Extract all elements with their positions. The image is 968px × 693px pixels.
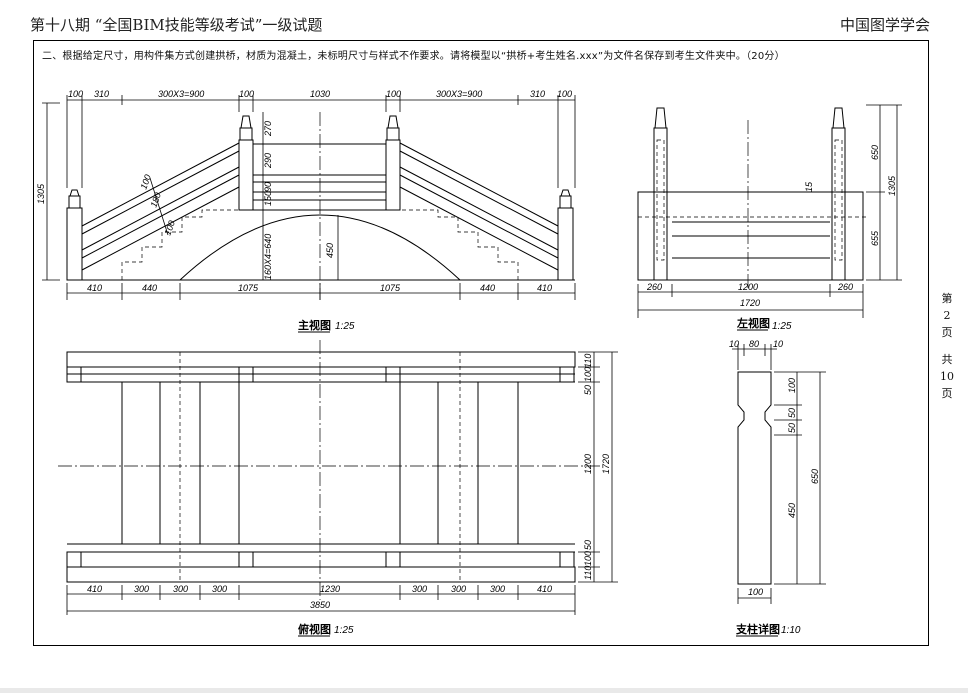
dim-label: 290 (263, 153, 273, 169)
dim-label: 15 (804, 181, 814, 192)
dim-label: 450 (787, 503, 797, 518)
dim-label: 410 (537, 584, 552, 594)
dim-label: 650 (810, 469, 820, 484)
page-char: 10 (940, 370, 954, 383)
dim-label: 50 (787, 423, 797, 433)
dim-label: 410 (537, 283, 552, 293)
page-char: 第 (941, 292, 953, 305)
page-char: 页 (941, 326, 953, 339)
dim-label: 440 (142, 283, 157, 293)
top-view-scale: 1:25 (334, 625, 354, 636)
dim-label: 150 (263, 191, 273, 206)
dim-label: 1030 (310, 89, 330, 99)
dim-label: 10 (773, 339, 783, 349)
dim-label: 300 (451, 584, 466, 594)
dim-label: 1075 (238, 283, 259, 293)
dim-label: 300 (134, 584, 149, 594)
dim-label: 300 (490, 584, 505, 594)
dim-label: 100 (557, 89, 572, 99)
dim-label: 450 (325, 243, 335, 258)
dim-label: 300X3=900 (436, 89, 482, 99)
dim-label: 100 (68, 89, 83, 99)
dim-label: 100 (138, 173, 153, 191)
left-view-title: 左视图 (736, 316, 770, 330)
pillar-detail-scale: 1:10 (781, 625, 801, 636)
page-indicator: 第 2 页 共 10 页 (940, 290, 954, 402)
pillar-detail-title: 支柱详图 (735, 622, 780, 636)
dim-label: 260 (646, 282, 662, 292)
dim-label: 100 (787, 378, 797, 393)
dim-label: 300 (412, 584, 427, 594)
page-char: 共 (941, 353, 953, 366)
dim-label: 1200 (583, 454, 593, 474)
dim-label: 50 (787, 408, 797, 418)
top-view: 410 300 300 300 1230 300 300 300 410 385… (58, 340, 618, 637)
dim-label: 180 (148, 191, 163, 209)
dim-label: 310 (530, 89, 545, 99)
dim-label: 110 (583, 566, 593, 580)
dim-label: 1305 (36, 183, 46, 204)
dim-label: 10 (729, 339, 739, 349)
dim-label: 310 (94, 89, 109, 99)
dim-label: 100 (162, 219, 177, 237)
dim-label: 100 (583, 367, 593, 382)
dim-label: 110 (583, 354, 593, 368)
front-view-title: 主视图 (298, 318, 331, 332)
dim-label: 1200 (738, 282, 758, 292)
left-view: 15 260 1200 260 1720 650 655 1305 左视图 1:… (637, 104, 902, 332)
pillar-detail: 10 80 10 100 50 50 450 650 100 支柱详图 1:10 (729, 339, 826, 637)
dim-label: 260 (837, 282, 853, 292)
dim-label: 300X3=900 (158, 89, 204, 99)
page-char: 2 (943, 309, 951, 322)
dim-label: 160X4=640 (263, 234, 273, 280)
bottom-bar (0, 688, 968, 693)
dim-label: 1230 (320, 584, 340, 594)
dim-label: 1720 (740, 298, 760, 308)
dim-label: 270 (263, 121, 273, 137)
dim-label: 440 (480, 283, 495, 293)
dim-label: 80 (749, 339, 759, 349)
dim-label: 3850 (310, 600, 330, 610)
dim-label: 410 (87, 584, 102, 594)
dim-label: 300 (173, 584, 188, 594)
exam-title: 第十八期 “全国BIM技能等级考试”一级试题 (30, 16, 323, 34)
front-view-scale: 1:25 (335, 321, 355, 332)
dim-label: 655 (870, 230, 880, 246)
front-view: 100 310 300X3=900 100 1030 100 300X3=900… (36, 89, 576, 333)
dim-label: 1720 (601, 454, 611, 474)
dim-label: 100 (748, 587, 763, 597)
dim-label: 1305 (887, 175, 897, 196)
dim-label: 100 (239, 89, 254, 99)
dim-label: 50 (583, 540, 593, 550)
question-instruction: 二、根据给定尺寸，用构件集方式创建拱桥，材质为混凝土，未标明尺寸与样式不作要求。… (42, 51, 785, 62)
dim-label: 90 (263, 182, 273, 192)
dim-label: 300 (212, 584, 227, 594)
organization-name: 中国图学学会 (839, 16, 930, 34)
dim-label: 410 (87, 283, 102, 293)
drawing-frame (33, 40, 929, 646)
left-view-scale: 1:25 (772, 321, 792, 332)
dim-label: 650 (870, 145, 880, 160)
top-view-title: 俯视图 (298, 622, 331, 636)
dim-label: 100 (386, 89, 401, 99)
dim-label: 100 (583, 551, 593, 566)
dim-label: 1075 (380, 283, 401, 293)
dim-label: 50 (583, 385, 593, 395)
page-char: 页 (941, 387, 953, 400)
